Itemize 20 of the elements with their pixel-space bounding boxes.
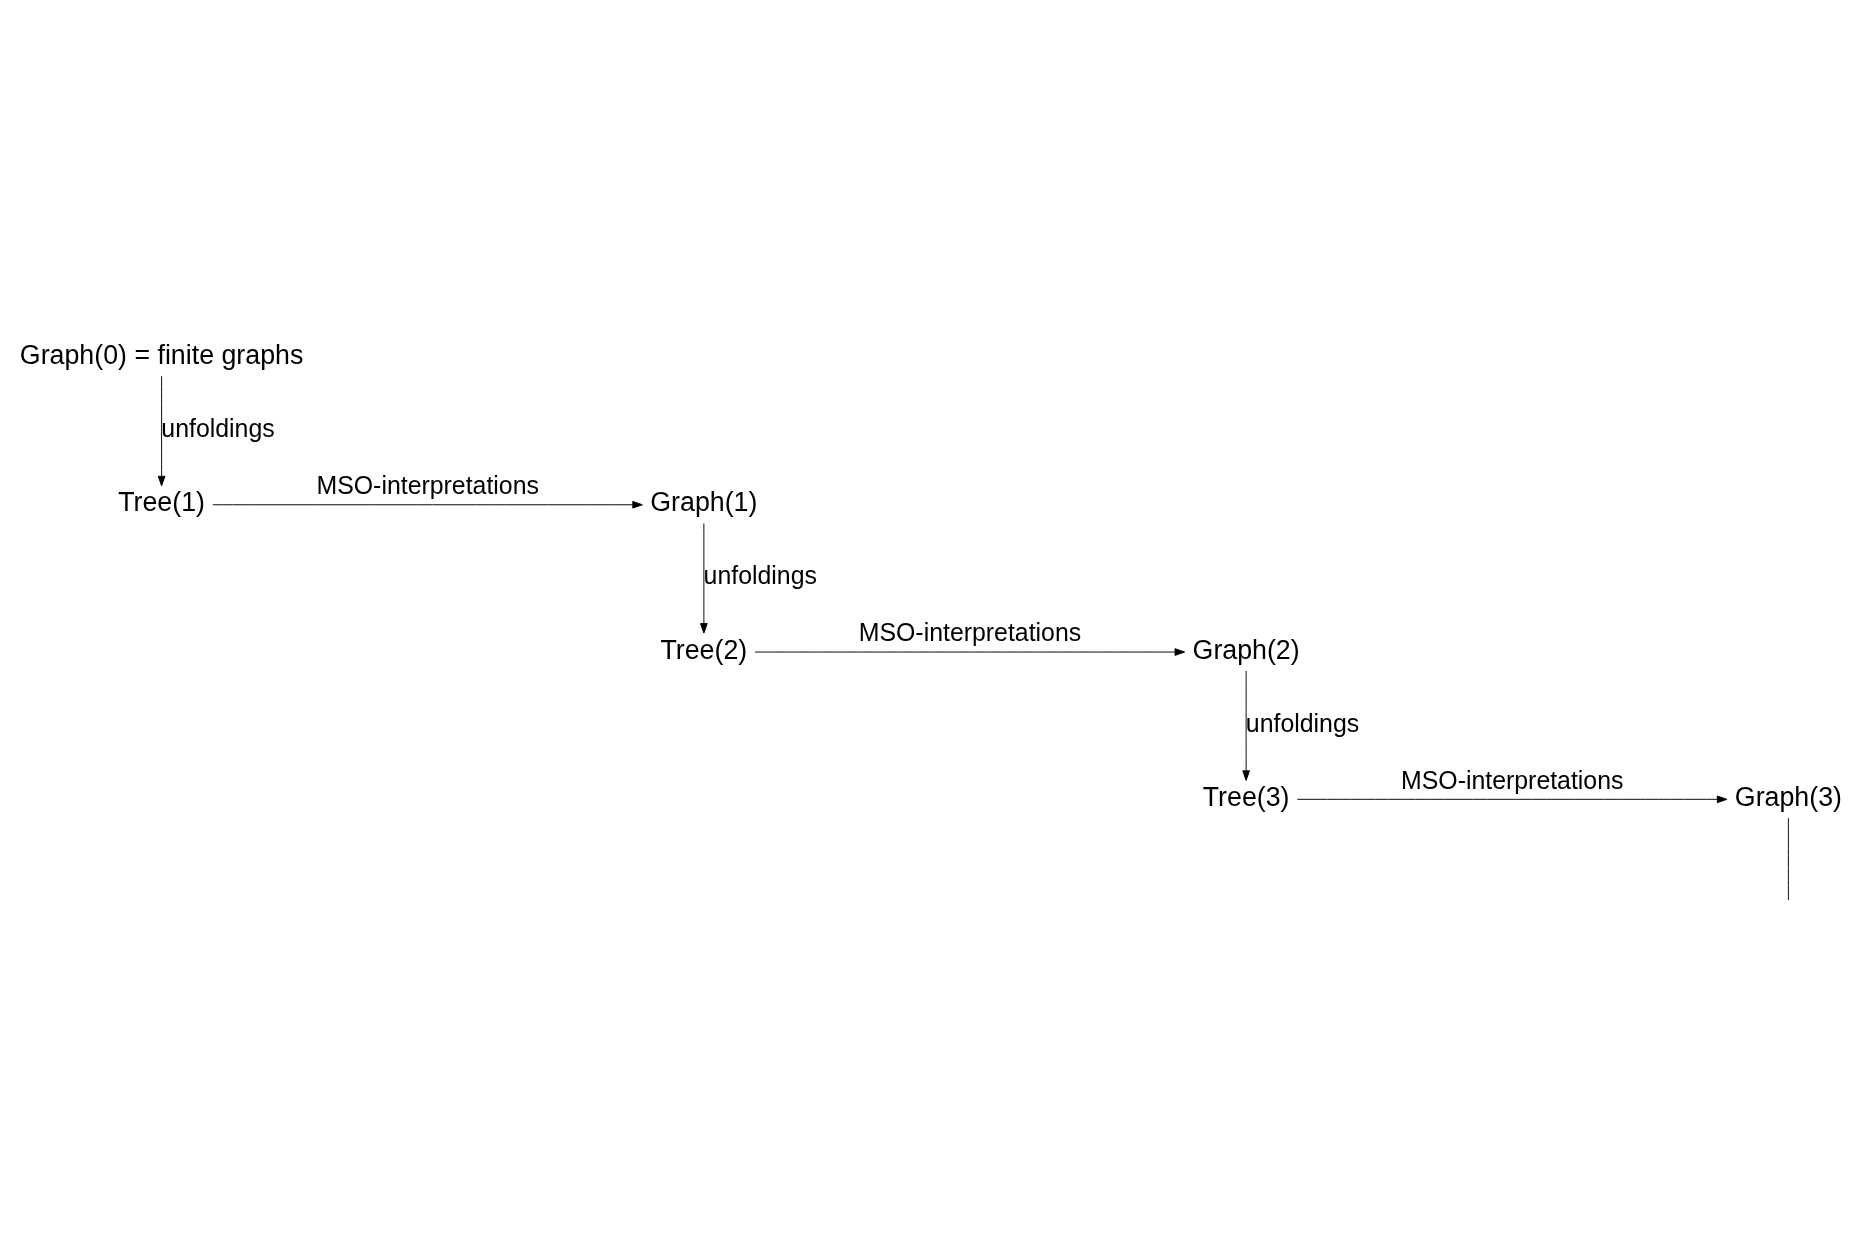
node-text: Graph(0) = finite graphs	[19, 339, 304, 370]
node-text: Tree(3)	[1202, 781, 1290, 812]
edge-label: MSO-interpretations	[316, 470, 539, 499]
edge-label: unfoldings	[703, 560, 817, 589]
arrow	[157, 375, 166, 486]
arrow	[1296, 795, 1728, 803]
arrow	[1242, 669, 1250, 781]
node-text: Tree(1)	[118, 486, 205, 517]
arrow	[700, 522, 708, 634]
node-text: Graph(2)	[1192, 634, 1300, 665]
node-text: Tree(2)	[660, 634, 748, 665]
arrow	[754, 647, 1186, 656]
node-text: Graph(3)	[1734, 781, 1842, 812]
edge-label: unfoldings	[1245, 708, 1360, 737]
arrow	[212, 500, 643, 509]
edge-label: MSO-interpretations	[1401, 765, 1624, 794]
edge-label: MSO-interpretations	[858, 617, 1082, 646]
node-text: Graph(1)	[650, 486, 758, 517]
edge-label: unfoldings	[161, 413, 275, 442]
connector	[1787, 817, 1789, 901]
